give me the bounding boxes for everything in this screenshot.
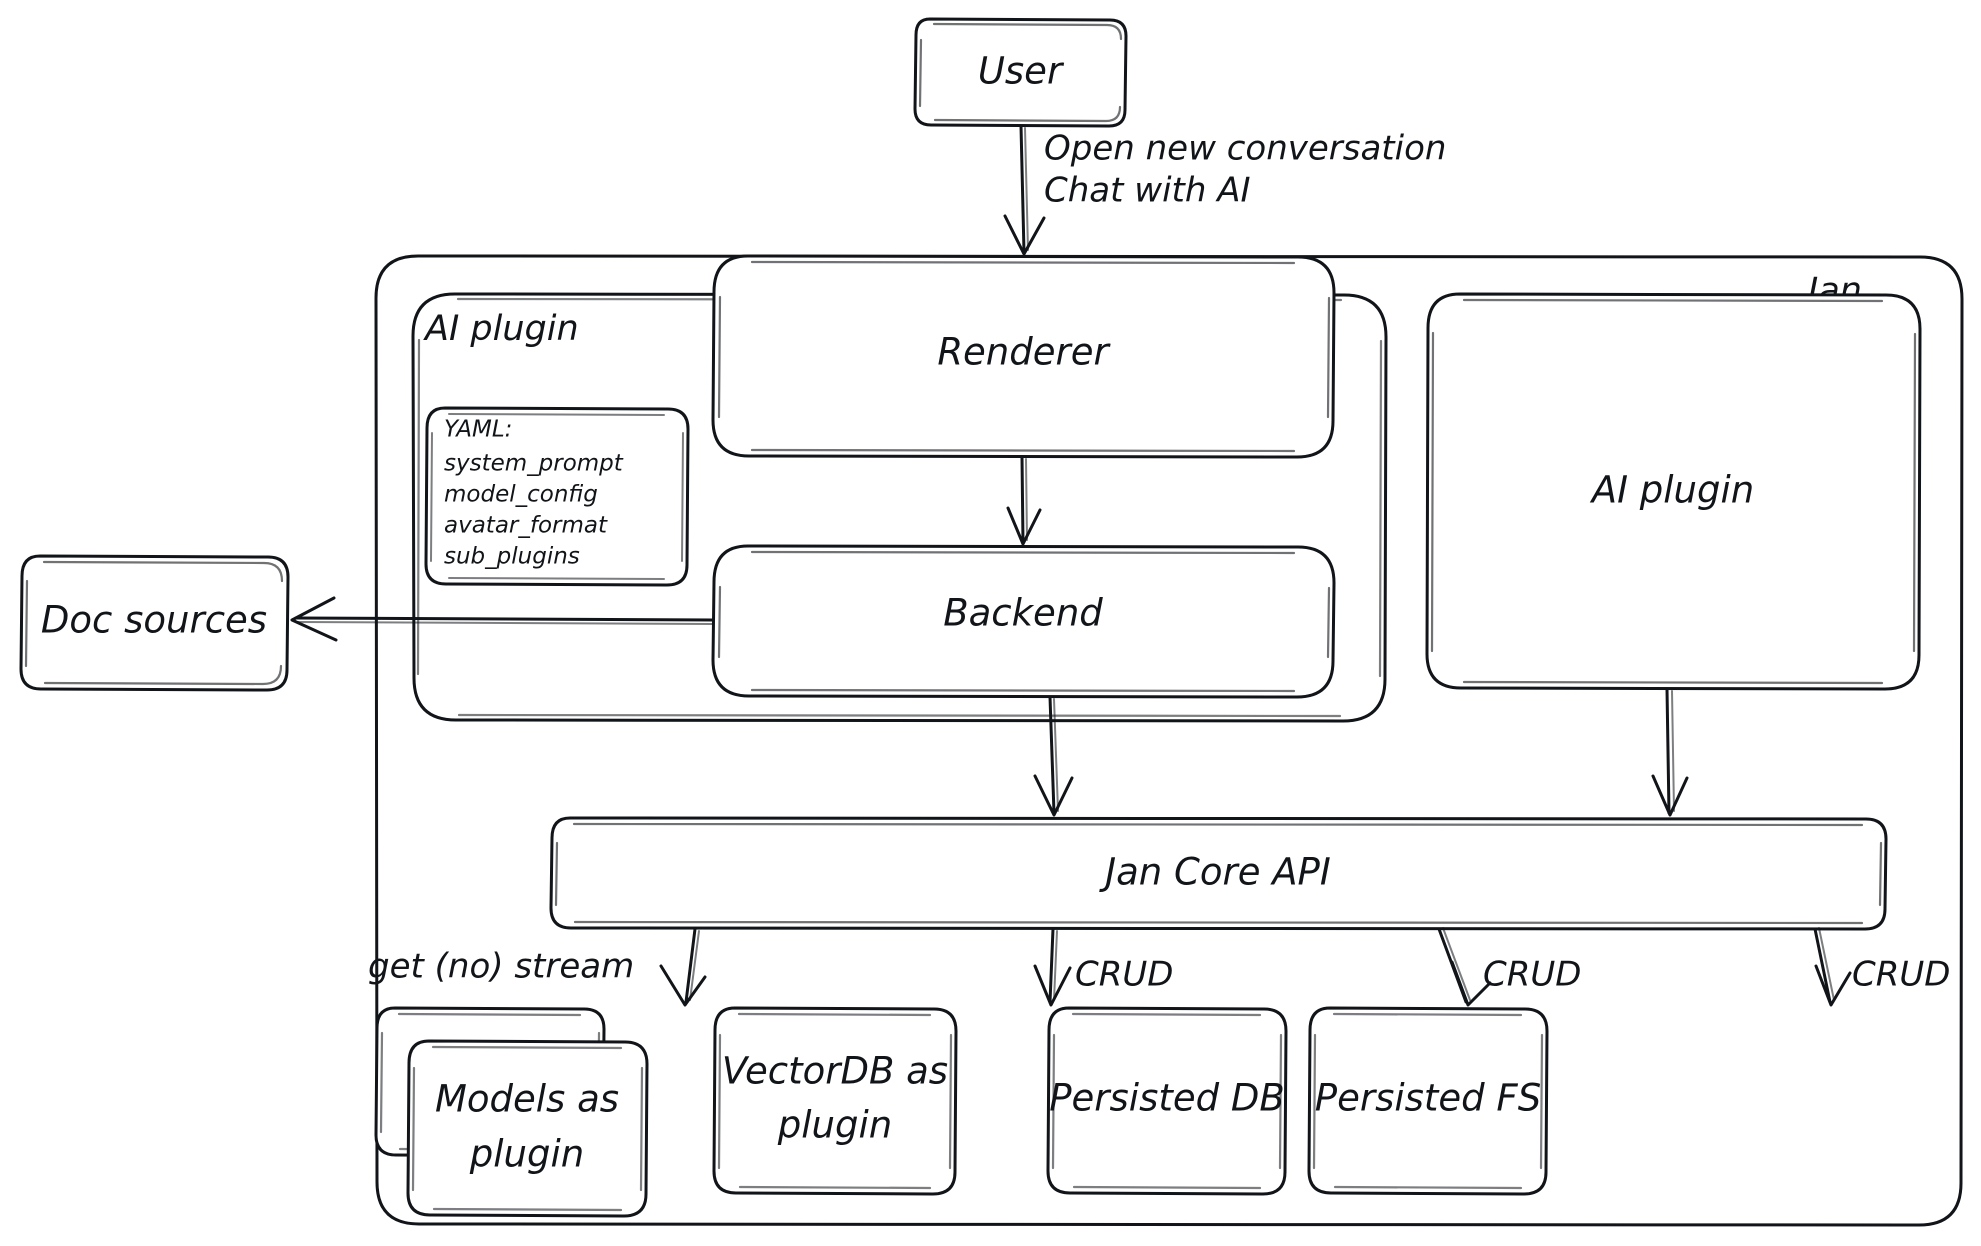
edge-core-to-persisted-fs: CRUD xyxy=(1813,927,1950,1007)
edge-core-to-vectordb: CRUD xyxy=(1033,927,1173,1007)
yaml-line-1: system_prompt xyxy=(444,451,624,477)
node-doc-sources[interactable]: Doc sources xyxy=(19,554,290,692)
node-persisted-db[interactable]: Persisted DB xyxy=(1046,1006,1288,1196)
edge-core-to-persisted-db-label: CRUD xyxy=(1483,955,1581,995)
edge-backend-to-core xyxy=(1033,695,1074,817)
edge-backend-to-doc-sources xyxy=(290,596,715,642)
node-backend[interactable]: Backend xyxy=(711,544,1336,699)
node-persisted-db-label: Persisted DB xyxy=(1049,1077,1285,1120)
node-ai-plugin-right[interactable]: AI plugin xyxy=(1425,292,1922,691)
edge-core-to-models: get (no) stream xyxy=(368,927,707,1007)
edge-ai-plugin-to-core xyxy=(1651,687,1689,817)
edge-core-to-models-label: get (no) stream xyxy=(368,947,634,987)
node-yaml-note: YAML: system_prompt model_config avatar_… xyxy=(424,406,690,587)
edge-core-to-vectordb-label: CRUD xyxy=(1075,955,1173,995)
node-jan-core-api-label: Jan Core API xyxy=(1098,851,1331,894)
node-backend-label: Backend xyxy=(943,592,1103,635)
edge-user-to-renderer-label-line1: Open new conversation xyxy=(1044,129,1446,169)
node-vectordb-plugin-label-line2: plugin xyxy=(777,1104,892,1147)
node-models-plugin[interactable]: Models as plugin xyxy=(374,1006,649,1218)
node-renderer-label: Renderer xyxy=(937,331,1111,374)
edge-user-to-renderer-label-line2: Chat with AI xyxy=(1044,171,1251,211)
node-vectordb-plugin-label-line1: VectorDB as xyxy=(722,1050,948,1093)
node-models-plugin-label-line2: plugin xyxy=(469,1133,584,1176)
yaml-line-4: sub_plugins xyxy=(444,544,580,570)
yaml-line-3: avatar_format xyxy=(444,513,608,539)
node-jan-core-api[interactable]: Jan Core API xyxy=(549,816,1888,931)
edge-renderer-to-backend xyxy=(1006,455,1042,546)
edge-core-to-persisted-db: CRUD xyxy=(1437,927,1581,1007)
edge-core-to-persisted-fs-label: CRUD xyxy=(1852,955,1950,995)
node-ai-plugin-right-label: AI plugin xyxy=(1590,469,1754,512)
yaml-line-0: YAML: xyxy=(444,417,512,443)
node-renderer[interactable]: Renderer xyxy=(711,254,1336,459)
node-user[interactable]: User xyxy=(913,17,1128,128)
node-doc-sources-label: Doc sources xyxy=(41,599,267,642)
node-vectordb-plugin[interactable]: VectorDB as plugin xyxy=(712,1006,958,1196)
node-models-plugin-label-line1: Models as xyxy=(435,1078,619,1121)
group-ai-plugin-label: AI plugin xyxy=(423,309,579,349)
node-persisted-fs-label: Persisted FS xyxy=(1315,1077,1541,1120)
node-user-label: User xyxy=(978,50,1065,93)
edge-user-to-renderer: Open new conversation Chat with AI xyxy=(1003,124,1446,256)
yaml-line-2: model_config xyxy=(444,482,598,508)
node-persisted-fs[interactable]: Persisted FS xyxy=(1307,1006,1549,1196)
